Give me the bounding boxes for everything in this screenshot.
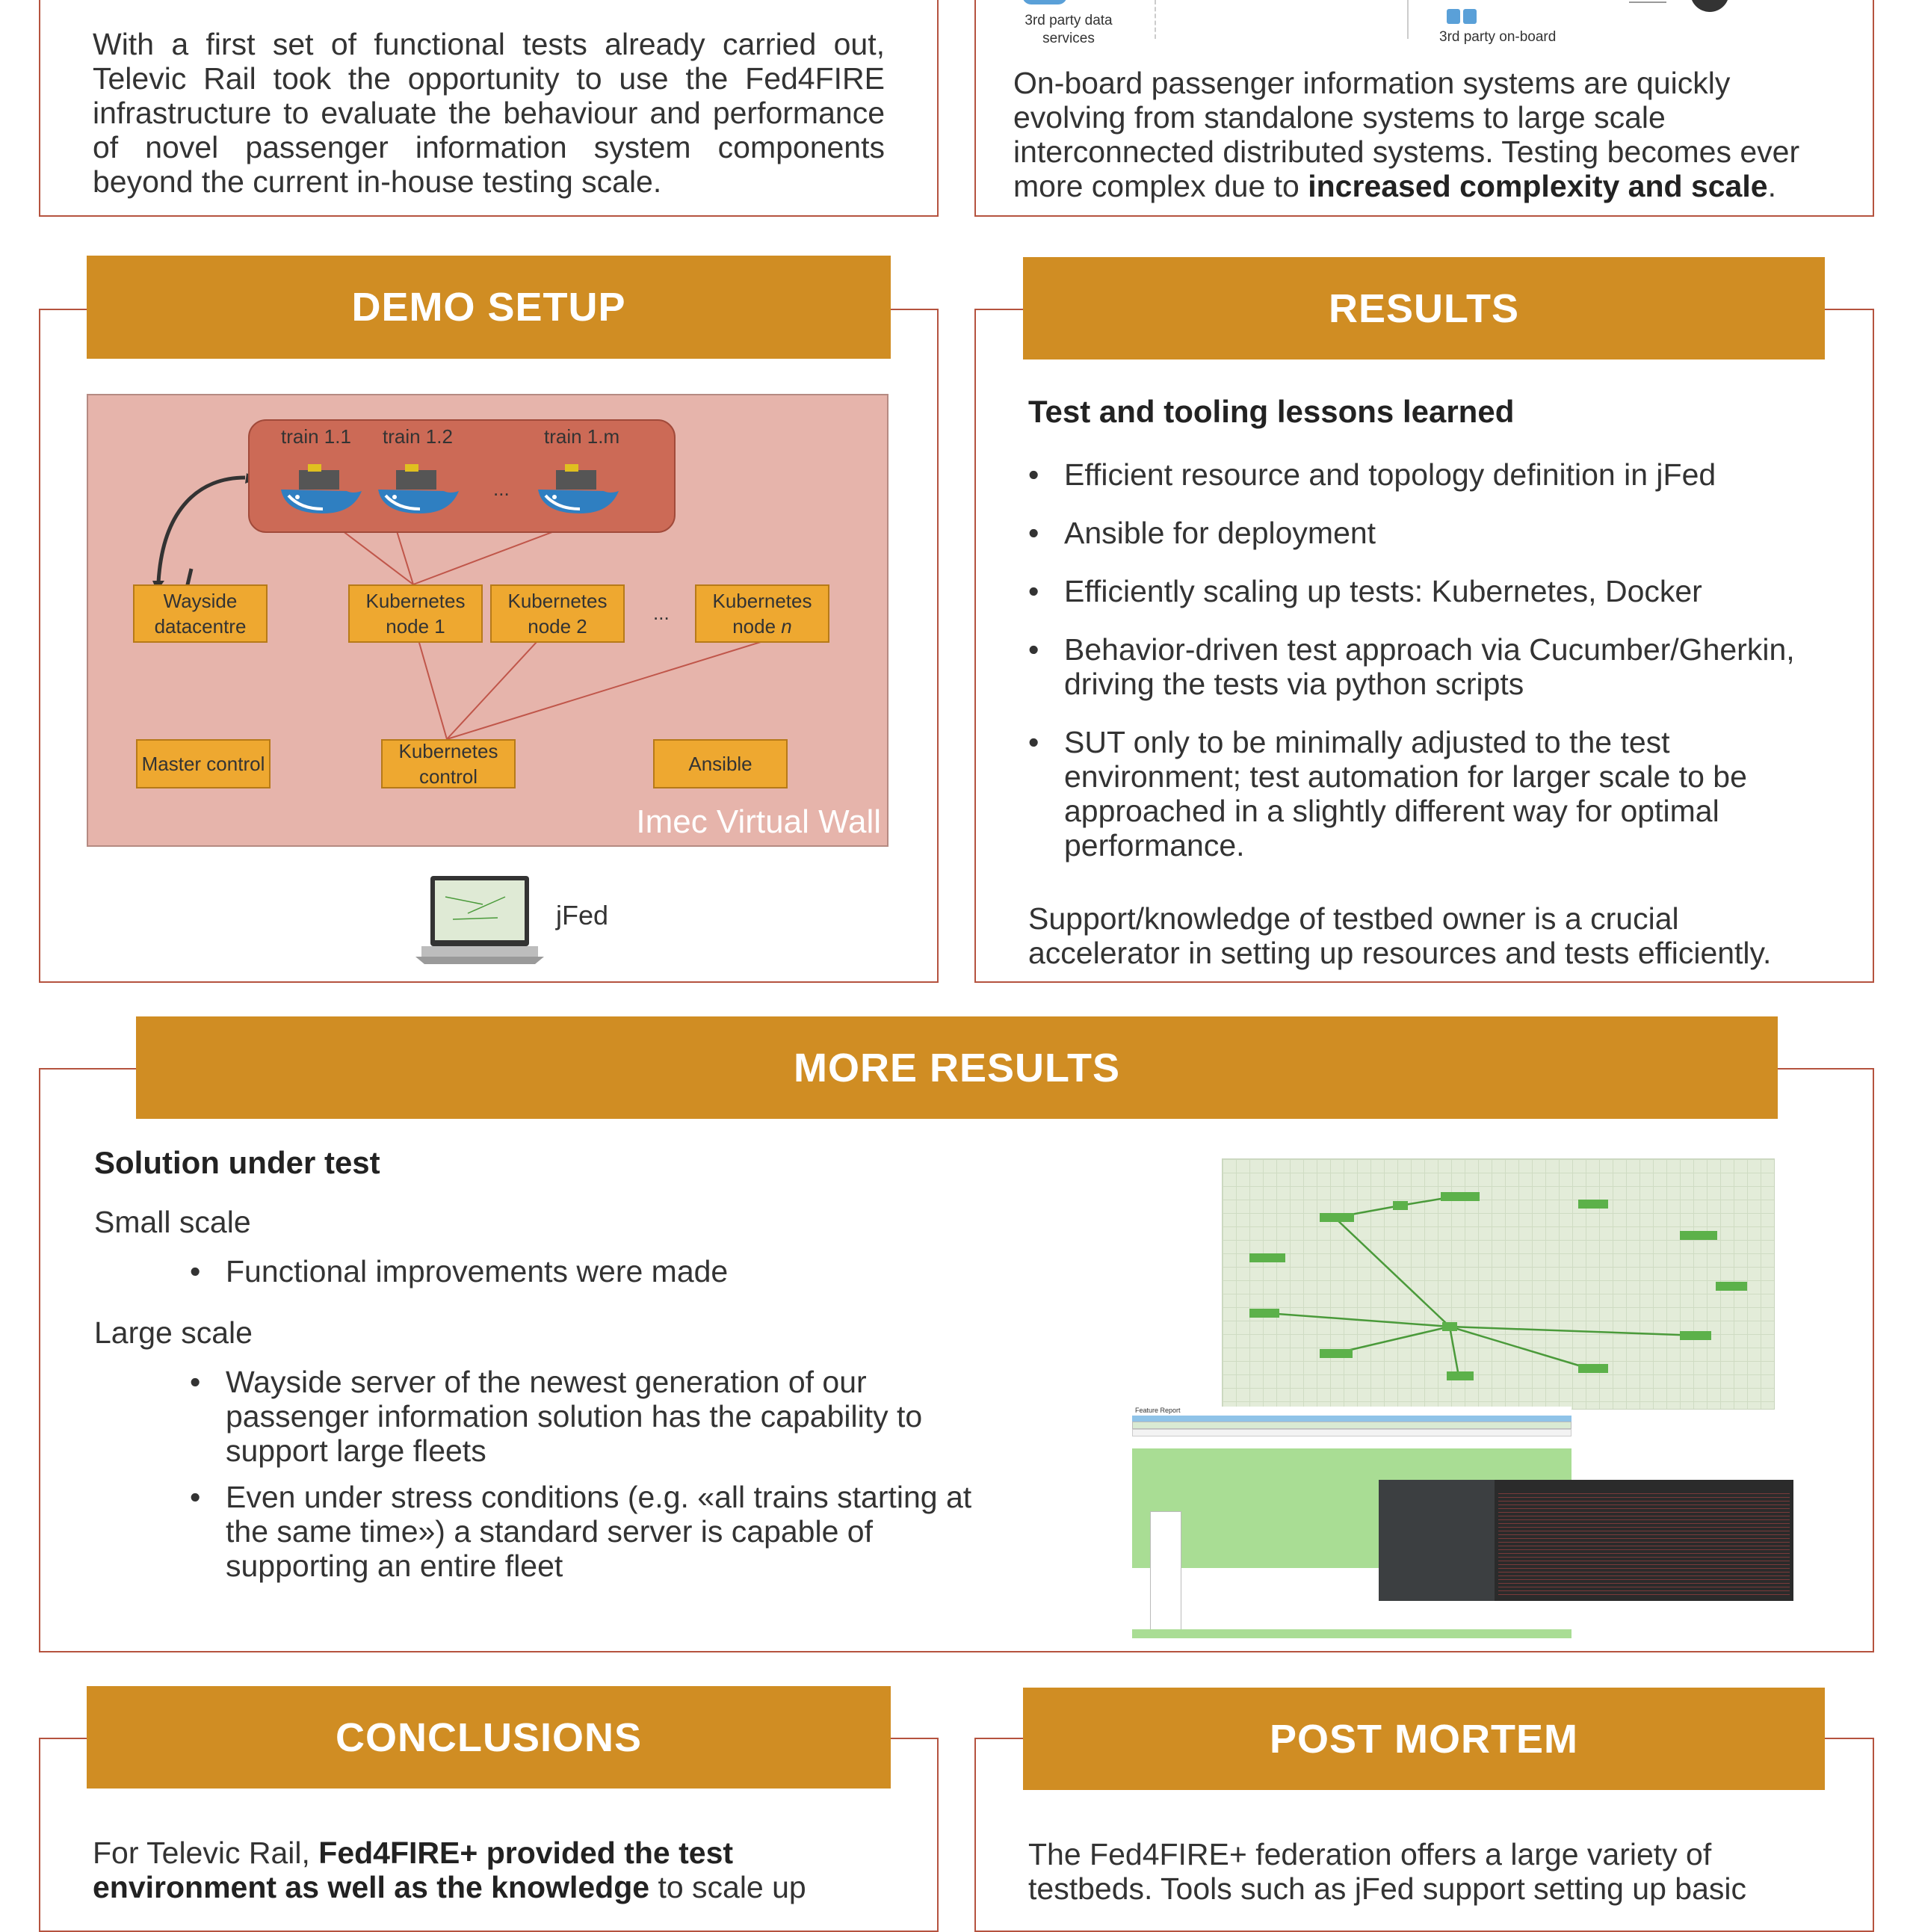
small-scale-bullets: Functional improvements were made: [190, 1254, 967, 1312]
topology-screenshot: [1222, 1158, 1775, 1410]
list-item: SUT only to be minimally adjusted to the…: [1028, 725, 1835, 862]
docker-whale-icon: [535, 460, 623, 519]
kubernetes-control-box: Kubernetes control: [381, 739, 516, 788]
report-row: [1132, 1429, 1571, 1436]
report-title: Feature Report: [1135, 1407, 1181, 1414]
list-item: Ansible for deployment: [1028, 516, 1835, 550]
intro-left-text: With a first set of functional tests alr…: [93, 27, 885, 199]
post-mortem-title: POST MORTEM: [1023, 1688, 1825, 1790]
more-results-subtitle: Solution under test: [94, 1145, 380, 1180]
post-mortem-text: The Fed4FIRE+ federation offers a large …: [1028, 1837, 1747, 1906]
list-item: Behavior-driven test approach via Cucumb…: [1028, 632, 1835, 701]
ide-screenshot: [1379, 1480, 1793, 1601]
intro-right-text: On-board passenger information systems a…: [1013, 66, 1800, 203]
large-scale-bullets: Wayside server of the newest generation …: [190, 1365, 982, 1607]
onboard-database-icon: [1445, 6, 1480, 25]
third-party-onboard-label: 3rd party on-board: [1439, 29, 1557, 45]
ansible-box: Ansible: [653, 739, 788, 788]
virtual-wall-label: Imec Virtual Wall: [636, 803, 881, 840]
demo-setup-title: DEMO SETUP: [87, 256, 891, 359]
topology-links: [1249, 1192, 1747, 1380]
master-control-box: Master control: [136, 739, 271, 788]
docker-whale-icon: [278, 460, 366, 519]
large-scale-heading: Large scale: [94, 1315, 253, 1350]
report-steps: [1150, 1511, 1181, 1632]
list-item: Efficiently scaling up tests: Kubernetes…: [1028, 574, 1835, 608]
list-item: Functional improvements were made: [190, 1254, 967, 1288]
ide-tree-pane: [1379, 1480, 1495, 1601]
feature-report-screenshot: Feature Report: [1132, 1407, 1571, 1640]
laptop-icon: [415, 874, 544, 966]
intro-left-panel: [39, 0, 939, 217]
list-item: Efficient resource and topology definiti…: [1028, 457, 1835, 492]
results-title: RESULTS: [1023, 257, 1825, 359]
third-party-data-label: 3rd party data services: [1025, 13, 1113, 46]
wayside-datacentre-box: Wayside datacentre: [133, 584, 268, 643]
nodes-ellipsis: ...: [653, 602, 670, 624]
device-icon: [1690, 0, 1729, 12]
results-subtitle: Test and tooling lessons learned: [1028, 394, 1515, 429]
connector-line: [1629, 1, 1666, 3]
results-closing: Support/knowledge of testbed owner is a …: [1028, 901, 1772, 970]
conclusions-title: CONCLUSIONS: [87, 1686, 891, 1789]
conclusions-text: For Televic Rail, Fed4FIRE+ provided the…: [93, 1836, 806, 1904]
database-icon: [1022, 0, 1067, 4]
intro-right-panel: [974, 0, 1874, 217]
kubernetes-node-2-box: Kubernetes node 2: [490, 584, 625, 643]
train-group: train 1.1 train 1.2 train 1.m ...: [248, 419, 676, 533]
train-label-2: train 1.2: [383, 425, 453, 448]
kubernetes-node-1-box: Kubernetes node 1: [348, 584, 483, 643]
virtual-wall-diagram: train 1.1 train 1.2 train 1.m ... Waysid…: [87, 394, 888, 847]
results-bullets: Efficient resource and topology definiti…: [1028, 457, 1835, 886]
train-ellipsis: ...: [493, 478, 510, 500]
train-label-1: train 1.1: [281, 425, 351, 448]
more-results-title: MORE RESULTS: [136, 1016, 1778, 1119]
report-columns: [1132, 1422, 1571, 1429]
report-footer: [1132, 1629, 1571, 1638]
train-label-m: train 1.m: [544, 425, 620, 448]
list-item: Wayside server of the newest generation …: [190, 1365, 982, 1468]
list-item: Even under stress conditions (e.g. «all …: [190, 1480, 982, 1583]
report-header: [1132, 1416, 1571, 1422]
vertical-divider: [1407, 0, 1409, 39]
dashed-divider: [1155, 0, 1156, 39]
docker-whale-icon: [375, 460, 463, 519]
jfed-label: jFed: [556, 900, 609, 930]
kubernetes-node-n-box: Kubernetes node n: [695, 584, 829, 643]
small-scale-heading: Small scale: [94, 1205, 251, 1239]
ide-output-pane: [1498, 1490, 1790, 1598]
